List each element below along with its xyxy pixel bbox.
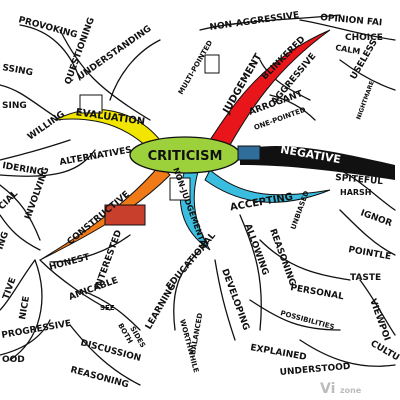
judgement-branch — [209, 29, 331, 146]
word-educational: EDUCATIONAL — [165, 231, 219, 292]
notepad-icon — [204, 54, 220, 74]
word-nightmare: NIGHTMARE — [355, 80, 375, 121]
word-pointless: POINTLE — [347, 245, 391, 262]
word-see: SEE — [100, 304, 115, 312]
word-assessing: SSING — [1, 63, 33, 78]
word-good: OOD — [2, 355, 25, 365]
word-explained: EXPLAINED — [249, 343, 307, 363]
word-culture: CULTU — [369, 339, 400, 363]
word-viewpoint: VIEWPOI — [367, 298, 391, 343]
sketch-props — [79, 54, 261, 226]
word-possibilities: POSSIBILITIES — [279, 309, 335, 331]
word-understood: UNDERSTOOD — [279, 362, 350, 378]
word-labels: PROVOKING QUESTIONING UNDERSTANDING SSIN… — [0, 11, 400, 391]
word-taste: TASTE — [350, 273, 381, 283]
word-harsh: HARSH — [340, 188, 372, 197]
word-personal: PERSONAL — [289, 283, 344, 302]
word-reasoning-mid: REASONING — [267, 228, 297, 288]
paper-icon — [79, 94, 103, 114]
negative-branch — [240, 145, 395, 180]
watermark-prefix: Vi — [320, 381, 335, 397]
word-discussion: DISCUSSION — [79, 338, 142, 364]
word-provoking: PROVOKING — [17, 15, 78, 40]
main-branches — [39, 29, 395, 261]
word-willing: WILLING — [26, 110, 67, 143]
word-ing: ING — [0, 230, 11, 251]
brick-wall-icon — [104, 204, 146, 226]
word-ignore: IGNOR — [359, 208, 393, 229]
word-spiteful: SPITEFUL — [335, 173, 384, 187]
thin-branch-lines — [0, 14, 396, 386]
word-balanced: BALANCED — [189, 312, 204, 355]
word-nice: NICE — [18, 296, 32, 321]
watermark-suffix: zone — [340, 386, 362, 395]
constructive-branch — [39, 164, 171, 261]
book-icon — [237, 145, 261, 161]
word-useless: USELESS — [349, 38, 380, 81]
word-honest: HONEST — [48, 252, 91, 273]
evaluation-branch — [54, 109, 161, 151]
word-choice: CHOICE — [345, 33, 383, 43]
accepting-branch — [204, 169, 331, 203]
checklist-icon — [169, 177, 191, 201]
word-alternatives: ALTERNATIVES — [59, 145, 133, 168]
word-non-aggressive: NON-AGGRESSIVE — [209, 11, 300, 33]
word-allowing: ALLOWING — [242, 223, 270, 277]
word-calm: CALM — [335, 43, 361, 56]
word-reasoning-bottom: REASONING — [69, 365, 130, 390]
word-sing: SING — [2, 101, 27, 111]
center-label: CRITICISM — [148, 149, 223, 164]
